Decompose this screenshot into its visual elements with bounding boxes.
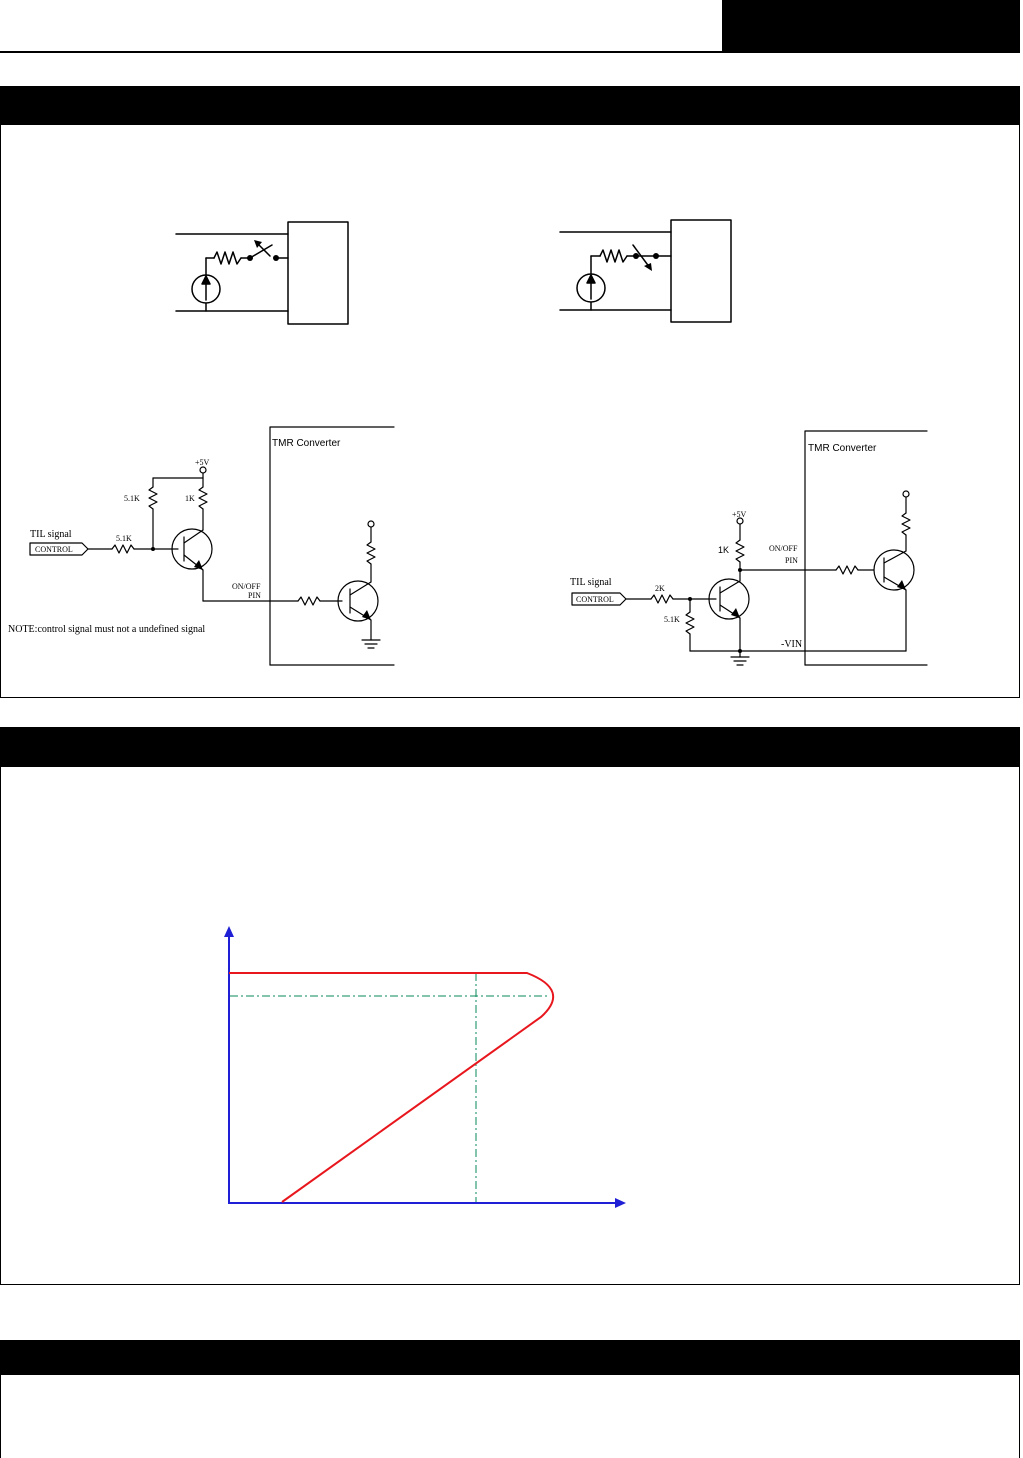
circuit-b-pin-label-2: PIN	[785, 556, 798, 565]
circuit-b-vin-label: -VIN	[781, 639, 802, 650]
circuit-a-signal-label: TIL signal	[30, 529, 72, 540]
header-rule	[0, 51, 1020, 53]
x-axis-arrow	[615, 1198, 626, 1208]
circuit-a-r2-label: 1K	[185, 494, 195, 503]
circuit-a-pin-label-2: PIN	[248, 591, 261, 600]
header-title-block	[722, 0, 1020, 51]
output-characteristic-curve	[224, 926, 626, 1208]
remote-onoff-diagrams: TMR Converter +5V 5.1K 1K 5.1K TIL signa…	[8, 219, 928, 666]
circuit-a-r1-label: 5.1K	[124, 494, 140, 503]
circuit-b-converter-label: TMR Converter	[808, 443, 877, 454]
circuit-a-converter-label: TMR Converter	[272, 438, 341, 449]
circuit-b-npn	[571, 430, 928, 666]
circuit-b-pin-label-1: ON/OFF	[769, 544, 798, 553]
circuit-a-r3-label: 5.1K	[116, 534, 132, 543]
bottom-section-panel	[0, 1340, 1020, 1458]
circuit-b-r1-label: 1K	[718, 545, 729, 555]
foldback-curve	[229, 972, 555, 1203]
remote-onoff-title-bar	[1, 87, 1019, 125]
circuit-a-supply-label: +5V	[195, 458, 210, 467]
onoff-switch-diagram	[175, 221, 349, 325]
remote-onoff-panel	[0, 86, 1020, 698]
circuit-a-pin-label-1: ON/OFF	[232, 582, 261, 591]
circuit-b-r2-label: 2K	[655, 584, 665, 593]
circuit-b-r3-label: 5.1K	[664, 615, 680, 624]
circuit-a-control-label: CONTROL	[35, 545, 73, 554]
circuit-b-supply-label: +5V	[732, 510, 747, 519]
output-characteristic-title-bar	[1, 728, 1019, 767]
circuit-b-signal-label: TIL signal	[570, 577, 612, 588]
circuit-a-note: NOTE:control signal must not a undefined…	[8, 624, 205, 635]
onoff-pot-diagram	[559, 219, 732, 323]
y-axis-arrow	[224, 926, 234, 937]
output-characteristic-panel	[0, 727, 1020, 1285]
circuit-b-control-label: CONTROL	[576, 595, 614, 604]
bottom-section-title-bar	[1, 1341, 1019, 1375]
